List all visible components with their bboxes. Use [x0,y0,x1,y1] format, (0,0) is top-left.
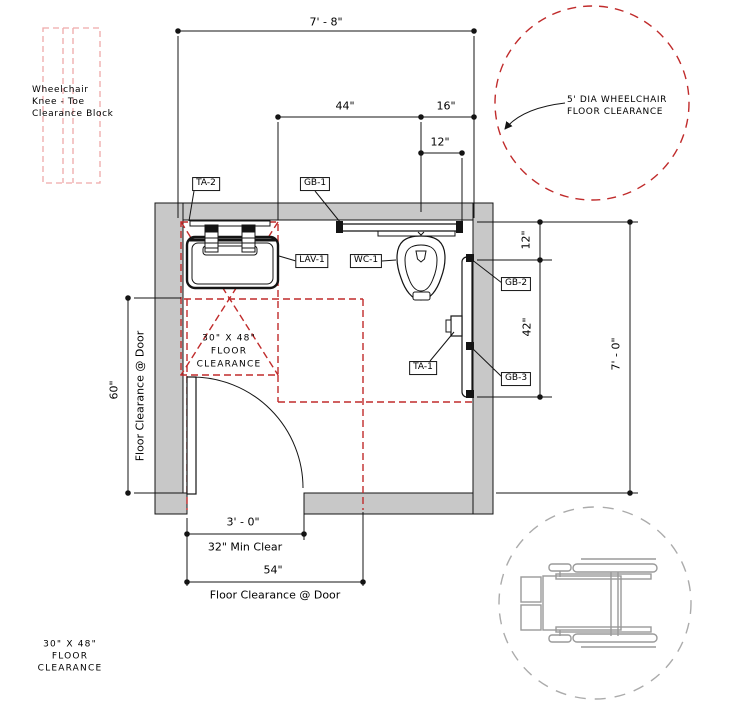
faucet-handles [204,224,256,253]
dim-gb1-length: 44" [335,99,355,113]
clearance-block-line3: CLEARANCE [37,663,103,674]
dim-door-clear-depth: 60" [107,380,121,400]
toilet-paper-dispenser [445,315,463,337]
door-swing-arc [191,376,304,489]
knee-toe-clearance-block [42,27,101,184]
lavatory [185,220,280,290]
label-floor-clearance-door-bottom: Floor Clearance @ Door [209,588,341,602]
knee-toe-note-line2: Knee - Toe [32,97,85,107]
clearance-block-line1: 30" X 48" [43,639,97,650]
tag-gb1: GB-1 [299,177,331,191]
toilet [377,229,456,301]
clearance-room-line3: CLEARANCE [196,359,262,370]
wheelchair-symbol-circle [498,506,692,700]
dim-room-width: 7' - 8" [309,15,343,29]
clearance-room-line1: 30" X 48" [202,333,256,344]
knee-toe-note-line1: Wheelchair [32,85,89,95]
tag-gb3: GB-3 [500,372,532,386]
wall-bottom-left-stub [154,492,188,515]
walls [154,202,494,515]
clearance-block-line2: FLOOR [51,651,89,662]
tag-lav1: LAV-1 [295,254,329,268]
tag-wc1: WC-1 [349,254,383,268]
door [186,376,304,495]
wheelchair-icon [520,558,658,648]
tag-gb2: GB-2 [500,277,532,291]
grab-bar-side [461,254,474,398]
dim-door-width: 3' - 0" [226,515,260,529]
wheelchair-turning-circle [494,5,690,201]
wall-bottom [303,492,494,515]
turning-circle-note-line1: 5' DIA WHEELCHAIR [567,95,668,105]
tag-ta1: TA-1 [409,361,437,375]
wall-left [154,202,184,515]
dim-side-gb-offset: 12" [519,230,533,250]
tag-ta2: TA-2 [192,177,220,191]
dim-door-min-clear: 32" Min Clear [207,540,283,554]
door-leaf [186,376,197,495]
dim-room-depth: 7' - 0" [609,337,623,371]
dimension-lines [125,28,638,586]
wall-top [154,202,494,221]
grab-bar-rear [336,221,463,233]
dim-door-clear-width: 54" [263,563,283,577]
label-floor-clearance-door-side: Floor Clearance @ Door [133,330,147,462]
dim-wc-to-wall: 16" [436,99,456,113]
clearance-room-line2: FLOOR [210,346,248,357]
tag-leaders [188,190,503,378]
dim-gb1-past-wc: 12" [430,135,450,149]
knee-toe-note-line3: Clearance Block [32,109,114,119]
turning-circle-note-line2: FLOOR CLEARANCE [567,107,664,117]
dim-side-gb-length: 42" [520,317,534,337]
